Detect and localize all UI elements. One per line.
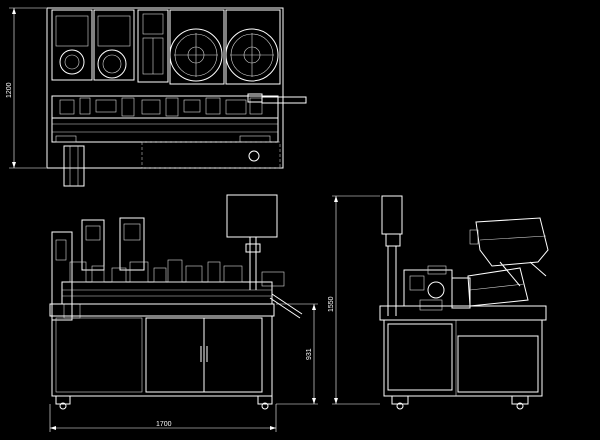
side-feeder bbox=[467, 217, 549, 307]
front-mechanism bbox=[61, 259, 303, 319]
top-view bbox=[46, 7, 307, 187]
top-view-feeder-bays bbox=[51, 9, 281, 85]
dimension-1700: 1700 bbox=[49, 404, 277, 432]
dimension-1200-label: 1200 bbox=[6, 82, 13, 98]
top-view-conveyor bbox=[51, 93, 307, 162]
dimension-1550-label: 1550 bbox=[328, 296, 335, 312]
front-cabinet bbox=[51, 315, 273, 397]
side-mechanism bbox=[403, 265, 471, 311]
dimension-931-label: 931 bbox=[306, 348, 313, 360]
top-view-chute bbox=[63, 145, 85, 187]
dimension-931: 931 bbox=[276, 303, 318, 405]
side-cabinet bbox=[383, 319, 543, 397]
side-view bbox=[379, 195, 549, 410]
side-casters bbox=[391, 395, 529, 410]
front-left-unit bbox=[51, 231, 73, 321]
dimension-1200: 1200 bbox=[6, 7, 46, 169]
dimension-1700-label: 1700 bbox=[156, 421, 172, 428]
front-hopper-1 bbox=[81, 219, 105, 271]
front-casters bbox=[55, 395, 273, 410]
dimension-1550: 1550 bbox=[328, 195, 380, 405]
side-column-head bbox=[381, 195, 403, 235]
front-hopper-2 bbox=[119, 217, 145, 271]
front-view bbox=[49, 194, 303, 410]
top-view-cabinet-outline bbox=[141, 141, 281, 169]
top-view-frame bbox=[46, 7, 284, 169]
front-table-top bbox=[49, 303, 275, 317]
front-monitor bbox=[226, 194, 278, 238]
